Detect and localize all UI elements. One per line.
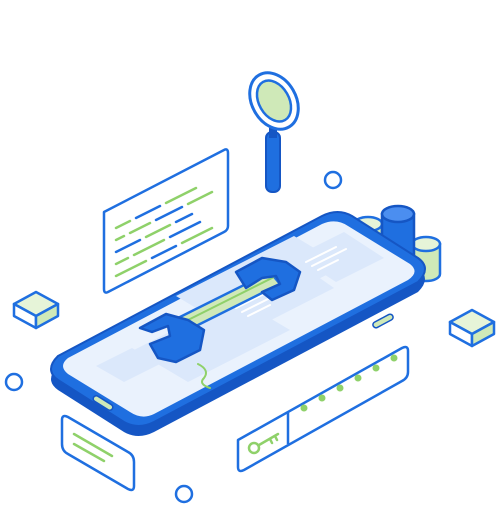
wrench-icon [138,256,302,364]
key-icon [247,432,280,455]
code-panel-icon [102,148,230,294]
circle-dot-icon [4,372,24,392]
password-field-icon [236,345,410,473]
phone-icon [50,211,426,436]
cube-icon [12,290,60,330]
magnifier-icon [248,71,300,193]
message-card-icon [60,414,136,492]
circle-dot-icon [323,170,343,190]
cube-icon [448,308,496,348]
circle-dot-icon [174,484,194,504]
